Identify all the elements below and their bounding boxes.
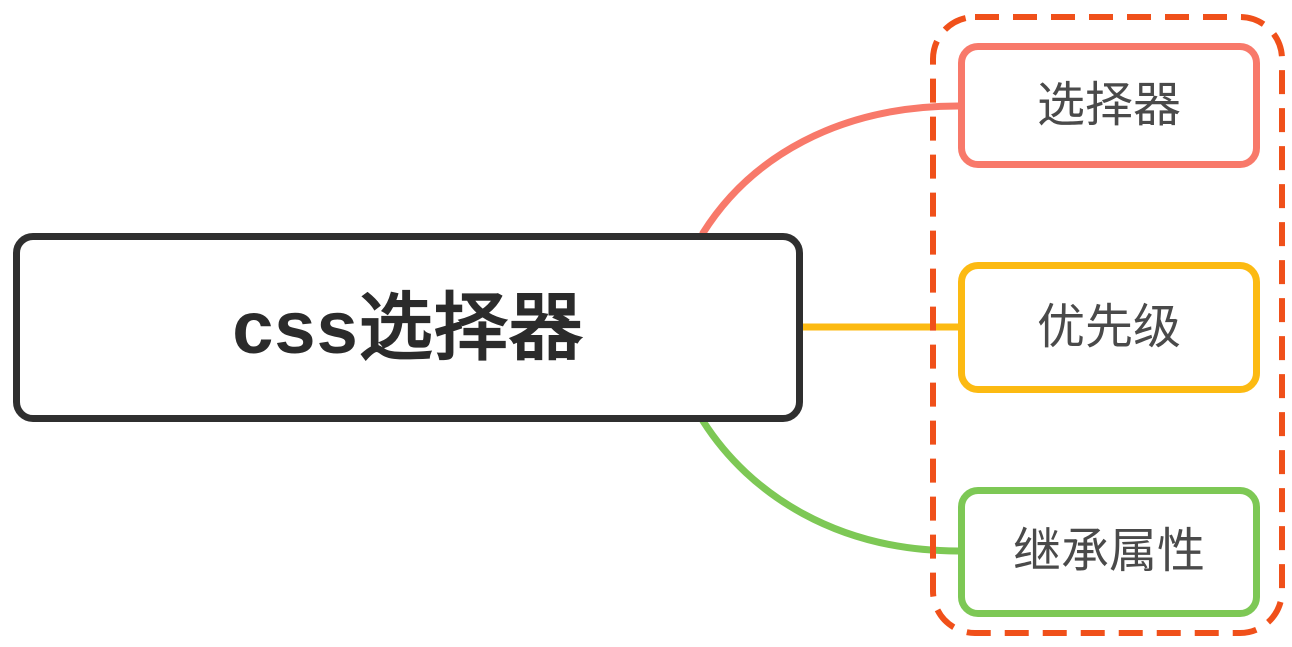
branch-node-label: 继承属性: [1012, 525, 1205, 578]
branch-node-priority[interactable]: 优先级: [958, 262, 1260, 393]
root-node-label: css选择器: [232, 285, 584, 369]
branch-line-selector: [699, 102, 962, 237]
branch-node-selector[interactable]: 选择器: [958, 43, 1260, 168]
group-dashed-outline: [930, 14, 1285, 636]
branch-node-label: 选择器: [1036, 78, 1181, 132]
branch-node-label: 优先级: [1036, 300, 1181, 354]
branch-line-inherit: [699, 417, 962, 555]
branch-node-inherit[interactable]: 继承属性: [958, 487, 1260, 617]
root-node-css-selector[interactable]: css选择器: [13, 233, 803, 422]
